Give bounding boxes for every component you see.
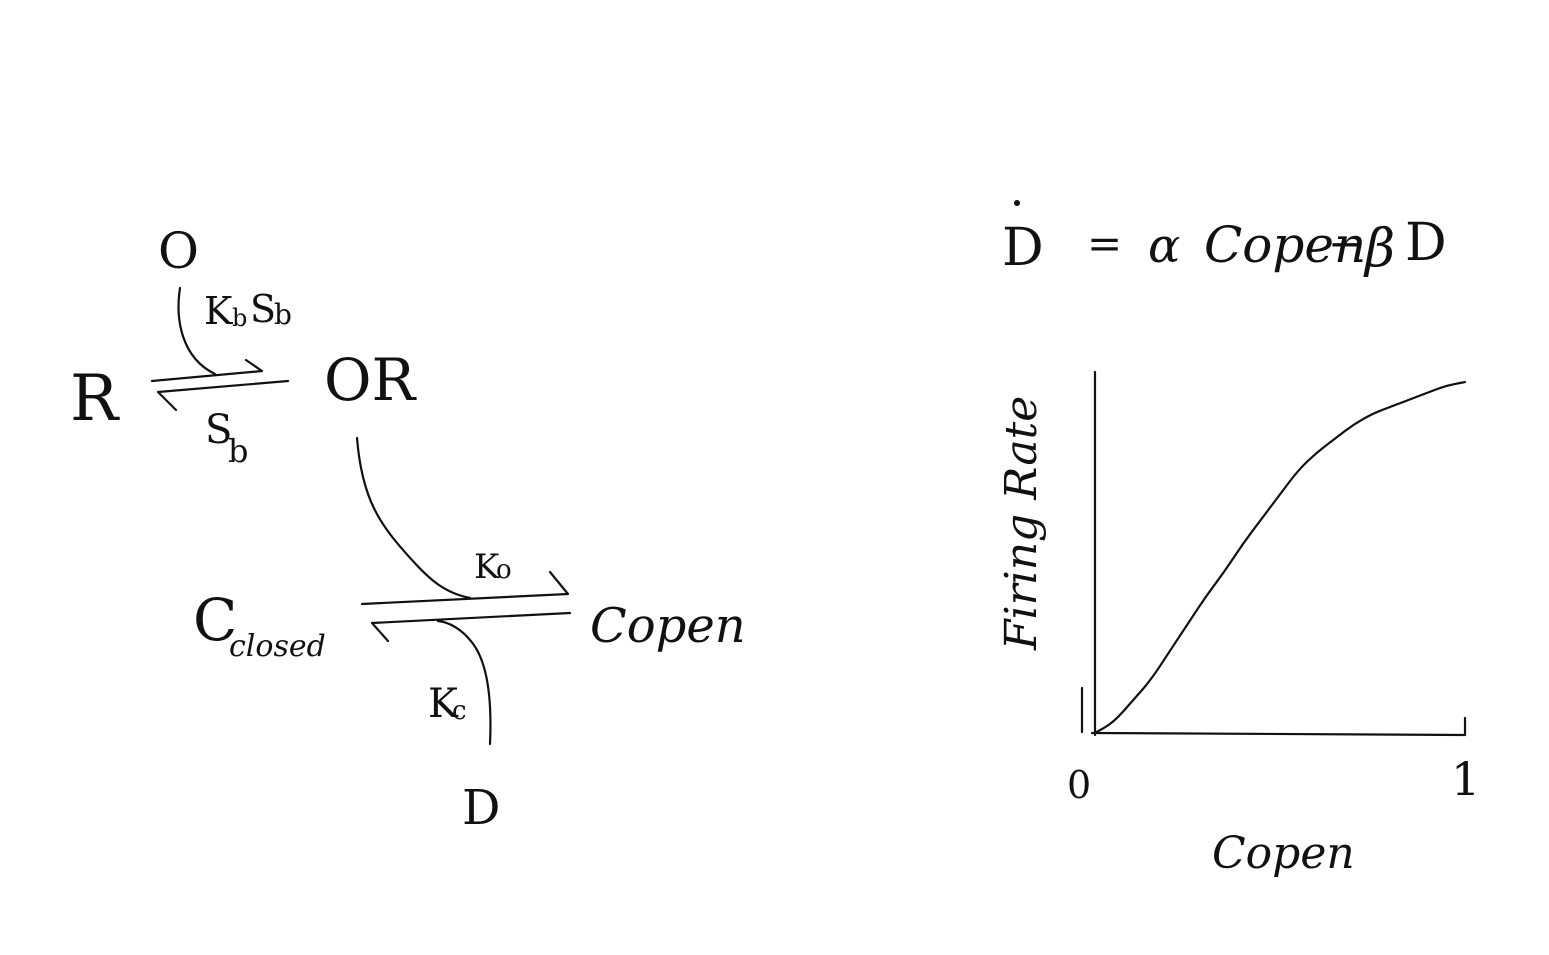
- reverse-arrow-open-closed: [370, 611, 572, 643]
- sb-sub: b: [228, 432, 248, 470]
- x-tick-label-1: 1: [1451, 752, 1480, 806]
- rate-ko: K o: [474, 547, 512, 587]
- kb-main: K: [204, 289, 233, 333]
- reverse-arrow-or-r: [156, 379, 290, 412]
- reaction-scheme: O R OR C closed Copen D K b S b S b: [70, 222, 746, 836]
- equation-term1: Copen: [1204, 216, 1366, 274]
- rate-sb: S b: [205, 407, 248, 470]
- equation-beta: β: [1363, 219, 1395, 279]
- equation-term2: D: [1405, 213, 1447, 273]
- y-axis-label: Firing Rate: [996, 396, 1047, 651]
- species-r: R: [70, 362, 120, 436]
- species-or: OR: [324, 346, 418, 414]
- kb-factor: S: [250, 287, 276, 331]
- time-derivative-dot: [1014, 200, 1020, 206]
- kb-factor-sub: b: [274, 298, 292, 331]
- rate-kc: K c: [428, 681, 467, 727]
- ko-sub: o: [496, 555, 512, 585]
- series-line-1: [1093, 380, 1467, 735]
- or-activation-curve: [355, 436, 472, 600]
- equation-alpha: α: [1148, 218, 1180, 274]
- species-c-closed: C closed: [193, 586, 326, 664]
- species-c-open: Copen: [590, 598, 746, 654]
- equation-minus: −: [1328, 219, 1363, 268]
- rate-equation: D = α Copen − β D: [1002, 200, 1447, 279]
- odorant-binding-curve: [177, 286, 217, 376]
- c-closed-main: C: [193, 586, 237, 654]
- kc-main: K: [428, 681, 459, 727]
- forward-arrow-r-or: [150, 358, 264, 383]
- x-axis: [1090, 716, 1467, 737]
- equation-equals: =: [1087, 219, 1122, 268]
- equation-lhs: D: [1002, 218, 1044, 278]
- forward-arrow-closed-open: [360, 570, 570, 606]
- sb-main: S: [205, 407, 232, 453]
- d-inhibition-curve: [436, 619, 492, 746]
- rate-kb-sb: K b S b: [204, 287, 292, 333]
- series-layer: [1093, 380, 1467, 735]
- x-tick-label-0: 0: [1067, 763, 1091, 807]
- ko-main: K: [474, 547, 500, 587]
- x-axis-label: Copen: [1212, 828, 1355, 879]
- species-o: O: [158, 222, 199, 280]
- species-d: D: [462, 780, 500, 836]
- kb-sub: b: [232, 304, 247, 332]
- c-closed-sub: closed: [229, 629, 326, 664]
- kc-sub: c: [452, 696, 467, 726]
